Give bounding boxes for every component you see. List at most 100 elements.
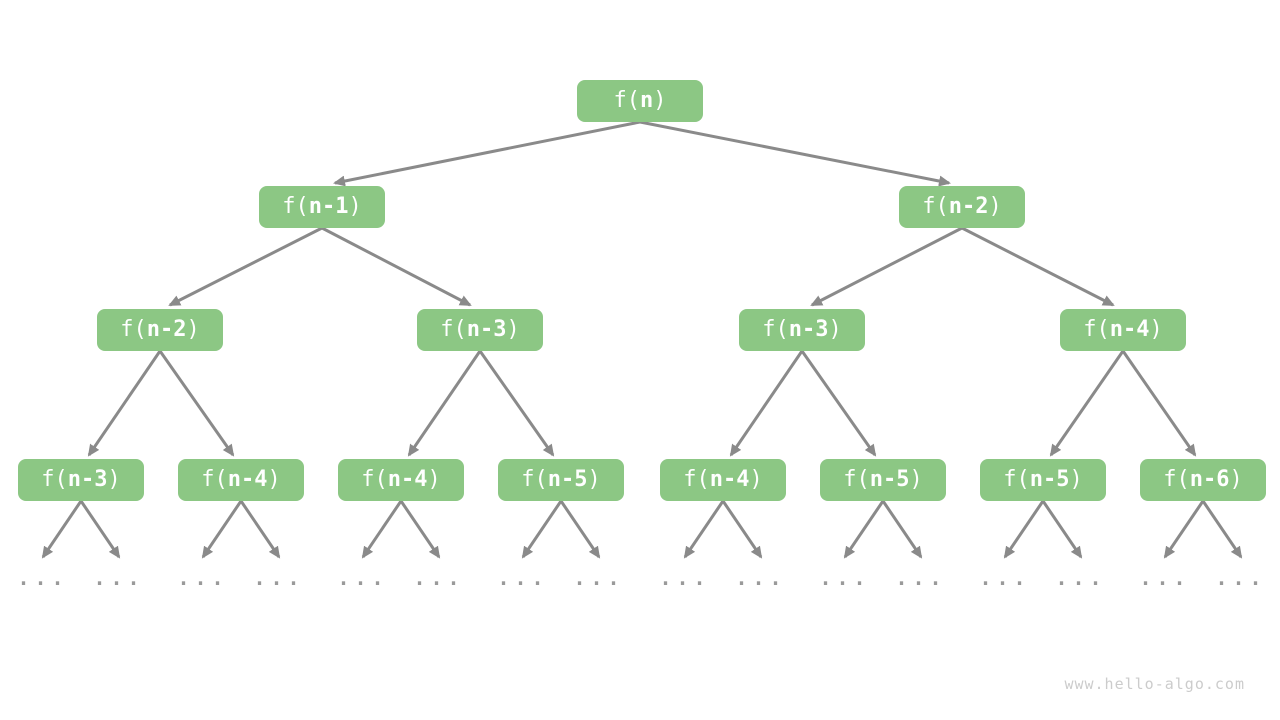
- node-label-pre: f(: [201, 467, 228, 492]
- ellipsis: ...: [1055, 566, 1107, 590]
- edge: [158, 350, 235, 457]
- node-label: f(n-3): [762, 319, 842, 341]
- site-watermark: www.hello-algo.com: [1064, 675, 1245, 693]
- node-label-pre: f(: [613, 88, 641, 113]
- tree-node: f(n-4): [338, 459, 464, 501]
- tree-node: f(n-4): [1060, 309, 1186, 351]
- node-label-pre: f(: [1003, 467, 1030, 492]
- node-label-pre: f(: [762, 317, 789, 342]
- node-label-post: ): [587, 467, 601, 492]
- edge: [1201, 500, 1243, 559]
- tree-node: f(n-3): [739, 309, 865, 351]
- tree-node: f(n-6): [1140, 459, 1266, 501]
- node-label-post: ): [828, 317, 842, 342]
- edge: [843, 500, 885, 559]
- ellipsis: ...: [17, 566, 69, 590]
- edge: [1049, 350, 1125, 457]
- node-label: f(n-3): [440, 319, 520, 341]
- ellipsis: ...: [1215, 566, 1267, 590]
- node-label-post: ): [427, 467, 441, 492]
- tree-node: f(n-2): [899, 186, 1025, 228]
- node-label: f(n): [614, 90, 667, 112]
- edge: [201, 500, 243, 559]
- node-label-pre: f(: [41, 467, 68, 492]
- node-label-mid: n-2: [948, 194, 989, 219]
- edge: [87, 350, 162, 457]
- node-label-mid: n: [640, 88, 654, 113]
- node-label-post: ): [1149, 317, 1163, 342]
- edge: [683, 500, 725, 559]
- ellipsis: ...: [895, 566, 947, 590]
- node-label-mid: n-4: [387, 467, 428, 492]
- edge: [333, 120, 641, 187]
- edge: [478, 350, 555, 457]
- edge: [1003, 500, 1045, 559]
- node-label-post: ): [107, 467, 121, 492]
- node-label-mid: n-4: [1109, 317, 1150, 342]
- node-label-mid: n-2: [146, 317, 187, 342]
- node-label-mid: n-4: [709, 467, 750, 492]
- node-label-pre: f(: [843, 467, 870, 492]
- node-label-post: ): [653, 88, 667, 113]
- node-label: f(n-4): [201, 469, 281, 491]
- ellipsis: ...: [253, 566, 305, 590]
- node-label-mid: n-1: [308, 194, 349, 219]
- node-label: f(n-5): [521, 469, 601, 491]
- node-label-post: ): [909, 467, 923, 492]
- node-label-pre: f(: [1083, 317, 1110, 342]
- edge: [407, 350, 482, 457]
- node-label: f(n-4): [1083, 319, 1163, 341]
- edge: [721, 500, 763, 559]
- node-label: f(n-2): [922, 196, 1002, 218]
- edge: [79, 500, 121, 559]
- edge: [1121, 350, 1197, 457]
- node-label: f(n-2): [120, 319, 200, 341]
- ellipsis: ...: [337, 566, 389, 590]
- node-label-mid: n-6: [1189, 467, 1230, 492]
- edge: [321, 226, 472, 307]
- node-label-post: ): [506, 317, 520, 342]
- node-label-mid: n-4: [227, 467, 268, 492]
- tree-node: f(n-1): [259, 186, 385, 228]
- node-label-pre: f(: [1163, 467, 1190, 492]
- node-label-post: ): [749, 467, 763, 492]
- node-label-pre: f(: [683, 467, 710, 492]
- node-label-post: ): [267, 467, 281, 492]
- node-label: f(n-5): [843, 469, 923, 491]
- ellipsis: ...: [1139, 566, 1191, 590]
- edge: [639, 120, 951, 187]
- tree-edges: [41, 120, 1243, 559]
- node-label-post: ): [186, 317, 200, 342]
- node-label-pre: f(: [361, 467, 388, 492]
- edge: [729, 350, 804, 457]
- edge: [521, 500, 563, 559]
- node-label-post: ): [348, 194, 362, 219]
- tree-node: f(n-5): [980, 459, 1106, 501]
- node-label-pre: f(: [120, 317, 147, 342]
- edge: [881, 500, 923, 559]
- node-label-pre: f(: [282, 194, 309, 219]
- ellipsis: ...: [735, 566, 787, 590]
- tree-node: f(n-4): [178, 459, 304, 501]
- edge: [41, 500, 83, 559]
- node-label-pre: f(: [521, 467, 548, 492]
- tree-node: f(n-3): [18, 459, 144, 501]
- edge: [239, 500, 281, 559]
- node-label-pre: f(: [922, 194, 949, 219]
- node-label-mid: n-3: [788, 317, 829, 342]
- node-label-mid: n-5: [869, 467, 910, 492]
- ellipsis: ...: [497, 566, 549, 590]
- ellipsis: ...: [177, 566, 229, 590]
- node-label: f(n-5): [1003, 469, 1083, 491]
- edge: [800, 350, 877, 457]
- tree-node: f(n-2): [97, 309, 223, 351]
- node-label: f(n-4): [683, 469, 763, 491]
- node-label-post: ): [988, 194, 1002, 219]
- node-label-mid: n-3: [67, 467, 108, 492]
- edge: [399, 500, 441, 559]
- node-label: f(n-1): [282, 196, 362, 218]
- node-label-post: ): [1229, 467, 1243, 492]
- tree-node: f(n): [577, 80, 703, 122]
- node-label: f(n-3): [41, 469, 121, 491]
